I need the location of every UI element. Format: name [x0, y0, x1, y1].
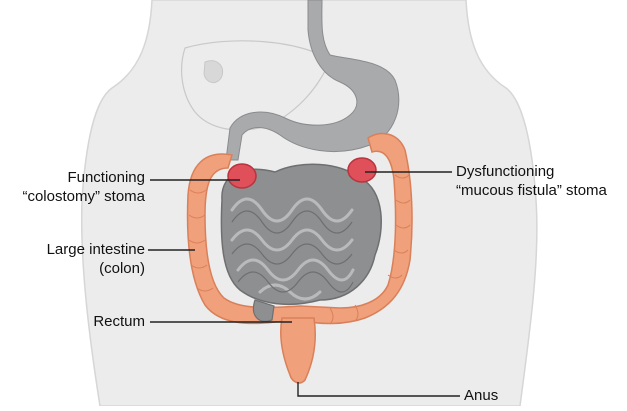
colostomy-stoma: [228, 164, 256, 188]
label-anus: Anus: [464, 386, 498, 405]
gallbladder-outline: [204, 61, 223, 83]
label-rectum-text: Rectum: [93, 312, 145, 331]
label-functioning-stoma: Functioning “colostomy” stoma: [22, 168, 145, 206]
label-large-intestine-line2: (colon): [47, 259, 145, 278]
label-anus-text: Anus: [464, 386, 498, 405]
label-large-intestine-line1: Large intestine: [47, 240, 145, 259]
mucous-fistula-stoma: [348, 158, 376, 182]
label-large-intestine: Large intestine (colon): [47, 240, 145, 278]
label-functioning-line1: Functioning: [22, 168, 145, 187]
label-rectum: Rectum: [93, 312, 145, 331]
label-dysfunctioning-line2: “mucous fistula” stoma: [456, 181, 607, 200]
label-functioning-line2: “colostomy” stoma: [22, 187, 145, 206]
label-dysfunctioning-line1: Dysfunctioning: [456, 162, 607, 181]
label-dysfunctioning-stoma: Dysfunctioning “mucous fistula” stoma: [456, 162, 607, 200]
